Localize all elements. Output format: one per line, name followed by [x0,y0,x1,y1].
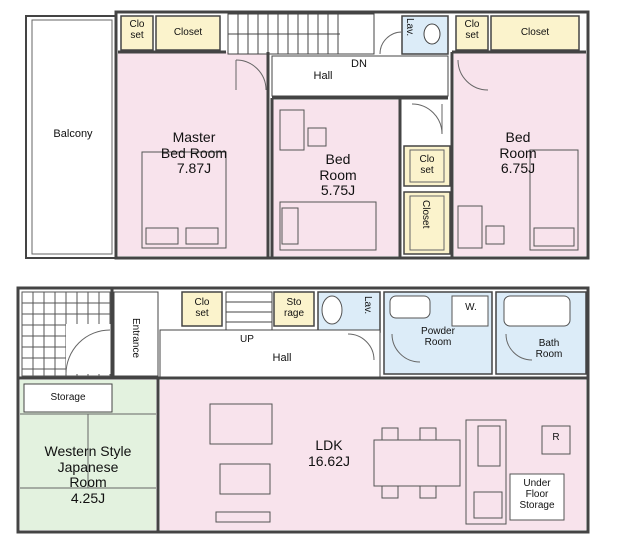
closet-tr-line2: set [465,30,479,42]
closet-1f-line1: Clo [194,297,210,308]
second-floor [25,10,590,260]
master-name-line1: Master [172,129,216,145]
bed1-name-line2: Room [319,166,357,183]
japanese-line3: Room [69,474,107,491]
japanese-area: 4.25J [70,490,106,507]
hall-2f-area [271,55,449,97]
storage-area [23,383,113,413]
closet-tr-large [490,15,580,51]
lav-2f-label: Lav. [404,18,416,37]
bath-line1: Bath [538,338,560,349]
hall-1f-area [159,329,381,379]
ldk-area: 16.62J [307,452,351,469]
bed-room-1-area [273,100,399,256]
closet-tr-small [455,15,489,51]
bath-room-label: Bath Room [524,338,574,360]
hall-2f-label: Hall [313,70,333,82]
storage-small-line1: Sto [286,297,302,308]
bed-room-2-area [454,52,586,256]
master-name-line2: Bed Room [160,144,228,161]
bed2-name-line1: Bed [505,129,531,145]
closet-tl-line2: set [130,30,144,42]
balcony-area [25,15,117,259]
ldk-label: LDK 16.62J [296,437,362,469]
bath-line2: Room [535,349,563,361]
staircase-1f [225,291,273,331]
bed1-name-line1: Bed [325,151,351,167]
closet-tr-small-label: Clo set [456,19,488,41]
bed2-area: 6.75J [500,160,536,177]
closet-tl-large-label: Closet [173,27,203,38]
up-label: UP [240,334,254,345]
closet-tl-large [155,15,221,51]
japanese-line1: Western Style [44,443,132,459]
bed1-area: 5.75J [320,182,356,199]
master-bed-room-area [118,52,268,256]
storage-small-label: Sto rage [274,297,314,319]
closet-1f-area [181,291,223,327]
closet-mid-line2: set [420,165,434,177]
japanese-line2: Japanese [57,458,119,475]
japanese-room-label: Western Style Japanese Room 4.25J [28,443,148,507]
powder-line2: Room [424,337,452,349]
closet-1f-line2: set [195,308,209,320]
underfloor-storage-label: Under Floor Storage [512,478,562,512]
master-area: 7.87J [176,160,212,177]
closet-1f-label: Clo set [182,297,222,319]
bed-room-1-label: Bed Room 5.75J [298,151,378,199]
storage-small-area [273,291,315,327]
bed-room-2-label: Bed Room 6.75J [478,129,558,177]
closet-mid-line1: Clo [419,154,435,165]
powder-room-label: Powder Room [398,326,478,348]
underfloor-line2: Floor [525,489,549,501]
balcony-label: Balcony [53,128,93,140]
first-floor [16,286,590,534]
bed2-name-line2: Room [499,144,537,161]
closet-tl-small [120,15,154,51]
w-label: W. [465,302,477,313]
entrance-label: Entrance [130,318,142,359]
dn-label: DN [351,58,367,70]
storage-label: Storage [50,392,86,403]
storage-small-line2: rage [283,308,304,320]
powder-line1: Powder [421,326,455,337]
underfloor-line1: Under [523,478,551,489]
hall-1f-label: Hall [272,352,292,364]
closet-mid-large [403,191,451,255]
underfloor-line3: Storage [519,500,555,512]
lav-1f-label: Lav. [362,296,374,315]
closet-mid-large-label: Closet [420,200,432,229]
closet-tr-line1: Clo [464,19,480,30]
ldk-name: LDK [315,437,343,453]
closet-tl-small-label: Clo set [121,19,153,41]
r-label: R [552,432,560,443]
closet-mid-small [403,145,451,187]
master-bed-room-label: Master Bed Room 7.87J [146,129,242,177]
closet-tr-large-label: Closet [520,27,550,38]
closet-mid-small-label: Clo set [404,154,450,176]
staircase-2f [227,13,375,55]
closet-tl-line1: Clo [129,19,145,30]
